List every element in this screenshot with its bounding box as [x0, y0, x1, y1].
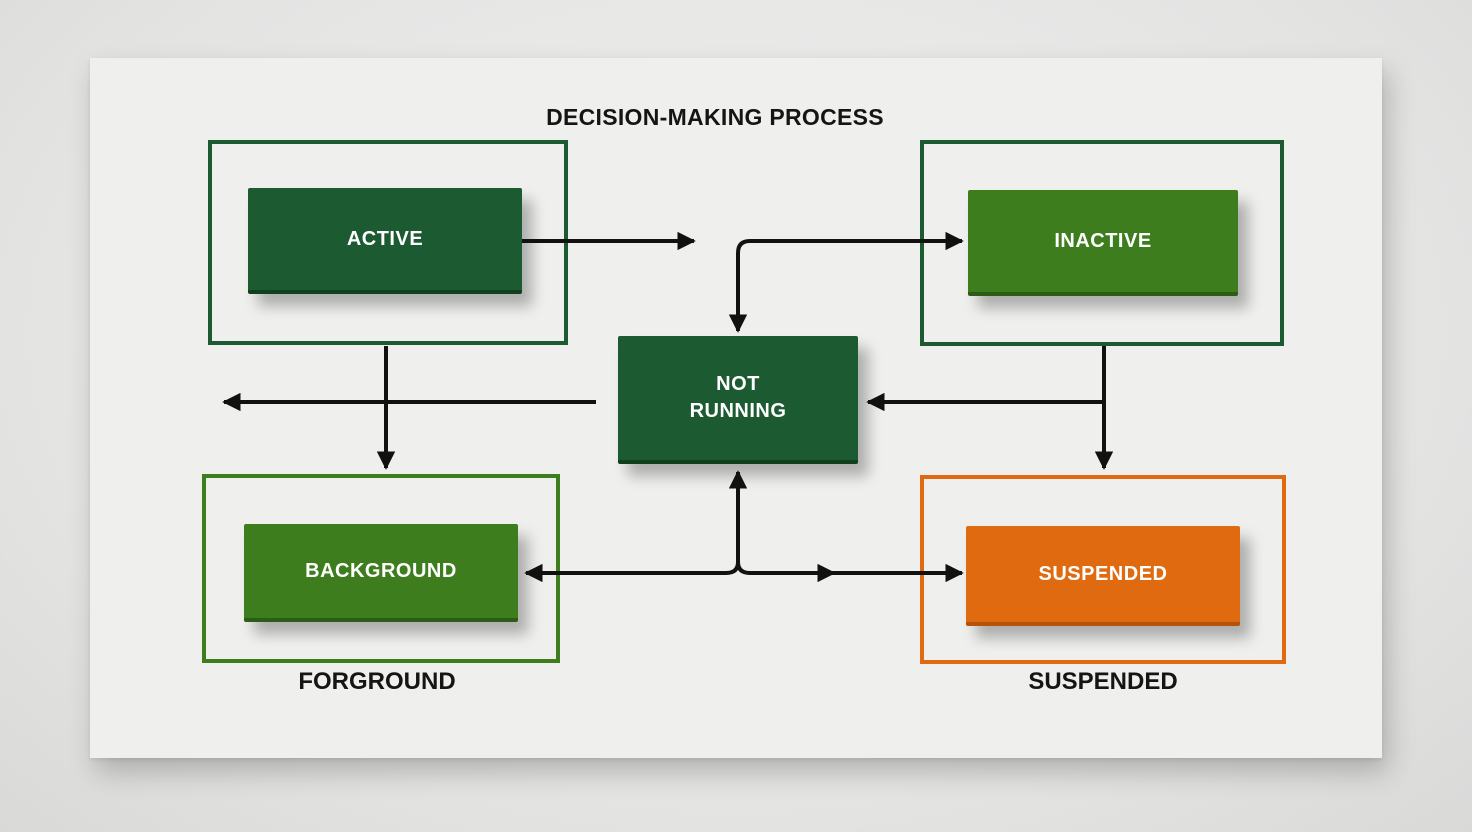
active-state-box: ACTIVE — [248, 188, 522, 294]
not-running-state-box: NOT RUNNING — [618, 336, 858, 464]
background-state-label: BACKGROUND — [305, 559, 457, 582]
not-running-label-line1: NOT — [716, 373, 760, 395]
foreground-frame — [202, 474, 560, 663]
suspended-state-label: SUSPENDED — [1038, 562, 1168, 585]
suspended-frame — [920, 475, 1286, 664]
inactive-state-box: INACTIVE — [968, 190, 1238, 296]
foreground-caption: FORGROUND — [298, 668, 456, 695]
suspended-state-box: SUSPENDED — [966, 526, 1240, 626]
background-state-box: BACKGROUND — [244, 524, 518, 622]
arrow-to-suspended — [725, 561, 964, 583]
active-state-label: ACTIVE — [346, 227, 424, 250]
inactive-state-label: INACTIVE — [1054, 229, 1152, 252]
suspended-caption: SUSPENDED — [1028, 668, 1178, 695]
arrow-inactive-to-not-running — [728, 239, 962, 333]
diagram-title: DECISION-MAKING PROCESS — [546, 104, 884, 130]
not-running-label-line2: RUNNING — [689, 400, 787, 422]
